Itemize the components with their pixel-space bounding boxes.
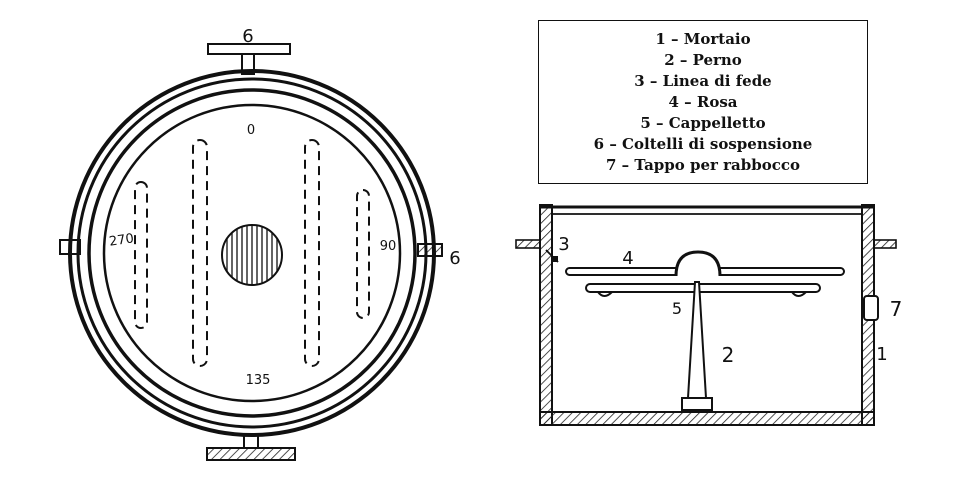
right-suspension-knife — [417, 243, 443, 257]
legend-item-rosa: 4 – Rosa — [668, 92, 738, 111]
legend-item-linea-di-fede: 3 – Linea di fede — [634, 71, 772, 90]
legend-box: 1 – Mortaio 2 – Perno 3 – Linea di fede … — [538, 20, 868, 184]
label-linea-di-fede: 3 — [558, 234, 569, 255]
side-knife-right — [873, 239, 897, 249]
compass-side-view: 3 4 5 2 7 1 — [515, 204, 903, 426]
top-knife-stem — [241, 53, 255, 75]
legend-item-perno: 2 – Perno — [664, 50, 742, 69]
label-rosa: 4 — [622, 248, 633, 269]
filling-plug — [863, 295, 879, 321]
label-perno: 2 — [722, 343, 735, 367]
label-right-knife: 6 — [449, 248, 460, 269]
compass-top-view: 6 6 0 270 90 135 — [59, 26, 461, 461]
float-hook-left — [597, 291, 613, 297]
side-knife-left — [515, 239, 541, 249]
float-right-outer — [356, 189, 370, 319]
legend-item-mortaio: 1 – Mortaio — [655, 29, 751, 48]
bowl-left-wall — [539, 204, 553, 426]
lubber-line — [545, 249, 559, 263]
center-cap — [221, 224, 283, 286]
outer-ring — [68, 69, 436, 437]
label-cappelletto: 5 — [672, 299, 682, 318]
label-tappo: 7 — [890, 297, 903, 321]
bowl-bottom — [539, 411, 875, 426]
label-degree-90: 90 — [380, 239, 397, 254]
pivot — [686, 281, 708, 399]
legend-item-cappelletto: 5 – Cappelletto — [640, 113, 766, 132]
label-degree-270: 270 — [108, 231, 135, 249]
float-left-center — [192, 139, 208, 367]
float-left-outer — [134, 181, 148, 329]
float-hook-right — [791, 291, 807, 297]
card-edge — [102, 103, 402, 403]
label-mortaio: 1 — [876, 344, 887, 365]
outer-ring-inner — [76, 77, 428, 429]
compass-float — [585, 283, 821, 293]
pivot-base — [681, 397, 713, 411]
legend-item-coltelli: 6 – Coltelli di sospensione — [593, 134, 813, 153]
cap-dome — [674, 250, 722, 277]
legend-item-tappo: 7 – Tappo per rabbocco — [605, 155, 801, 174]
label-top-knife: 6 — [242, 26, 253, 47]
label-degree-0: 0 — [247, 123, 255, 138]
label-degree-135: 135 — [246, 373, 271, 388]
middle-ring — [87, 88, 417, 418]
float-right-center — [304, 139, 320, 367]
bottom-suspension-knife — [206, 447, 296, 461]
